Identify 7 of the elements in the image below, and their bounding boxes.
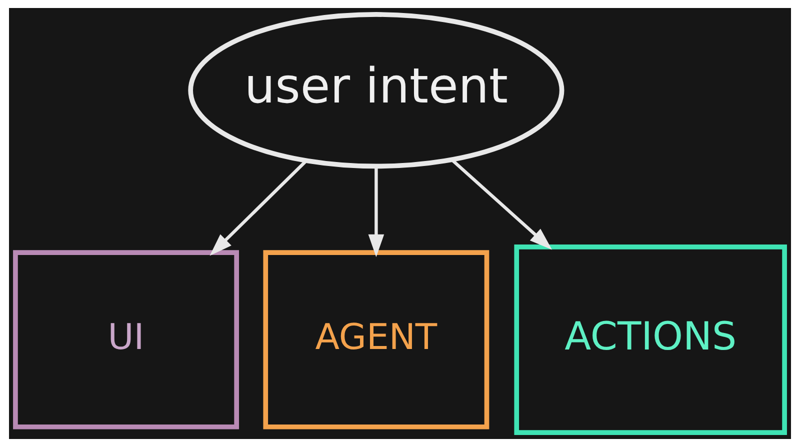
node-box: AGENT [263, 250, 490, 430]
arrow [210, 160, 307, 256]
node-box: ACTIONS [514, 244, 787, 435]
node-ellipse: user intent [188, 12, 564, 169]
arrow [368, 166, 384, 258]
node-box: UI [13, 250, 239, 430]
arrow [450, 158, 552, 250]
